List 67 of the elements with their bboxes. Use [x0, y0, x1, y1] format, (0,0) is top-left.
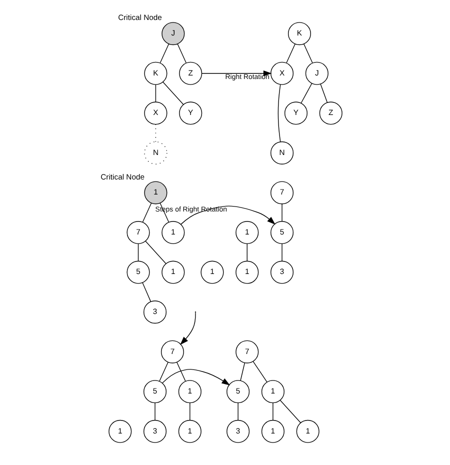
- node-label: Critical Node: [100, 172, 144, 182]
- node-circle: 1: [260, 420, 284, 443]
- node-circle: N: [270, 141, 294, 164]
- node-circle: Z: [318, 102, 342, 125]
- node-circle: 5: [143, 380, 166, 404]
- node-circle: J: [161, 22, 184, 46]
- node-circle: 1: [144, 181, 167, 204]
- node-circle: Y: [284, 102, 307, 125]
- node-circle: 3: [143, 420, 166, 443]
- node-circle: Y: [178, 102, 202, 125]
- node-circle: 1: [161, 221, 184, 244]
- node-circle: 7: [270, 181, 294, 204]
- connector: [142, 202, 152, 222]
- node-circle: J: [304, 62, 328, 85]
- connector: [286, 44, 295, 64]
- connector: [158, 362, 168, 382]
- connector: [154, 84, 156, 102]
- connector: [300, 83, 312, 104]
- node-circle: X: [144, 102, 167, 125]
- node-circle: 3: [143, 300, 166, 324]
- node-circle: 1: [260, 380, 284, 404]
- connector: [142, 282, 151, 302]
- connector: [237, 402, 238, 421]
- arrow: [162, 368, 230, 386]
- connector: [154, 124, 156, 142]
- node-circle: 7: [235, 340, 258, 364]
- node-circle: 3: [270, 260, 294, 284]
- node-circle: 1: [235, 221, 258, 244]
- node-circle: 5: [270, 221, 294, 244]
- connector: [281, 204, 282, 222]
- connector: [281, 243, 282, 262]
- node-circle: 1: [235, 260, 258, 284]
- node-circle: 5: [226, 380, 250, 404]
- connector: [279, 400, 300, 424]
- connector: [252, 361, 267, 382]
- connector: [176, 44, 186, 64]
- connector: [159, 44, 169, 64]
- node-circle: Z: [178, 62, 202, 85]
- connector: [189, 402, 190, 421]
- node-circle: 5: [126, 260, 150, 284]
- connector: [144, 240, 166, 264]
- connector: [272, 402, 273, 421]
- connector: [277, 84, 280, 142]
- node-circle: 1: [161, 260, 184, 284]
- node-circle: 3: [226, 420, 250, 443]
- arrow: [201, 70, 272, 76]
- connector: [137, 243, 138, 262]
- node-circle: X: [270, 62, 294, 85]
- connector: [176, 362, 186, 382]
- node-circle: 1: [178, 420, 201, 443]
- node-circle: N: [144, 141, 167, 164]
- connector: [303, 44, 312, 64]
- arrow: [180, 312, 196, 345]
- connector: [162, 82, 184, 105]
- node-circle: 7: [160, 340, 184, 364]
- node-circle: 1: [200, 260, 224, 284]
- node-label: Critical Node: [118, 13, 162, 22]
- node-circle: K: [144, 62, 167, 85]
- node-circle: 1: [108, 420, 132, 443]
- connector: [320, 84, 328, 103]
- connector: [246, 243, 247, 262]
- node-circle: 7: [126, 221, 150, 244]
- node-circle: 1: [178, 380, 201, 404]
- node-circle: K: [287, 22, 310, 46]
- connector: [154, 402, 155, 421]
- connector: [240, 362, 245, 381]
- node-circle: 1: [296, 420, 319, 443]
